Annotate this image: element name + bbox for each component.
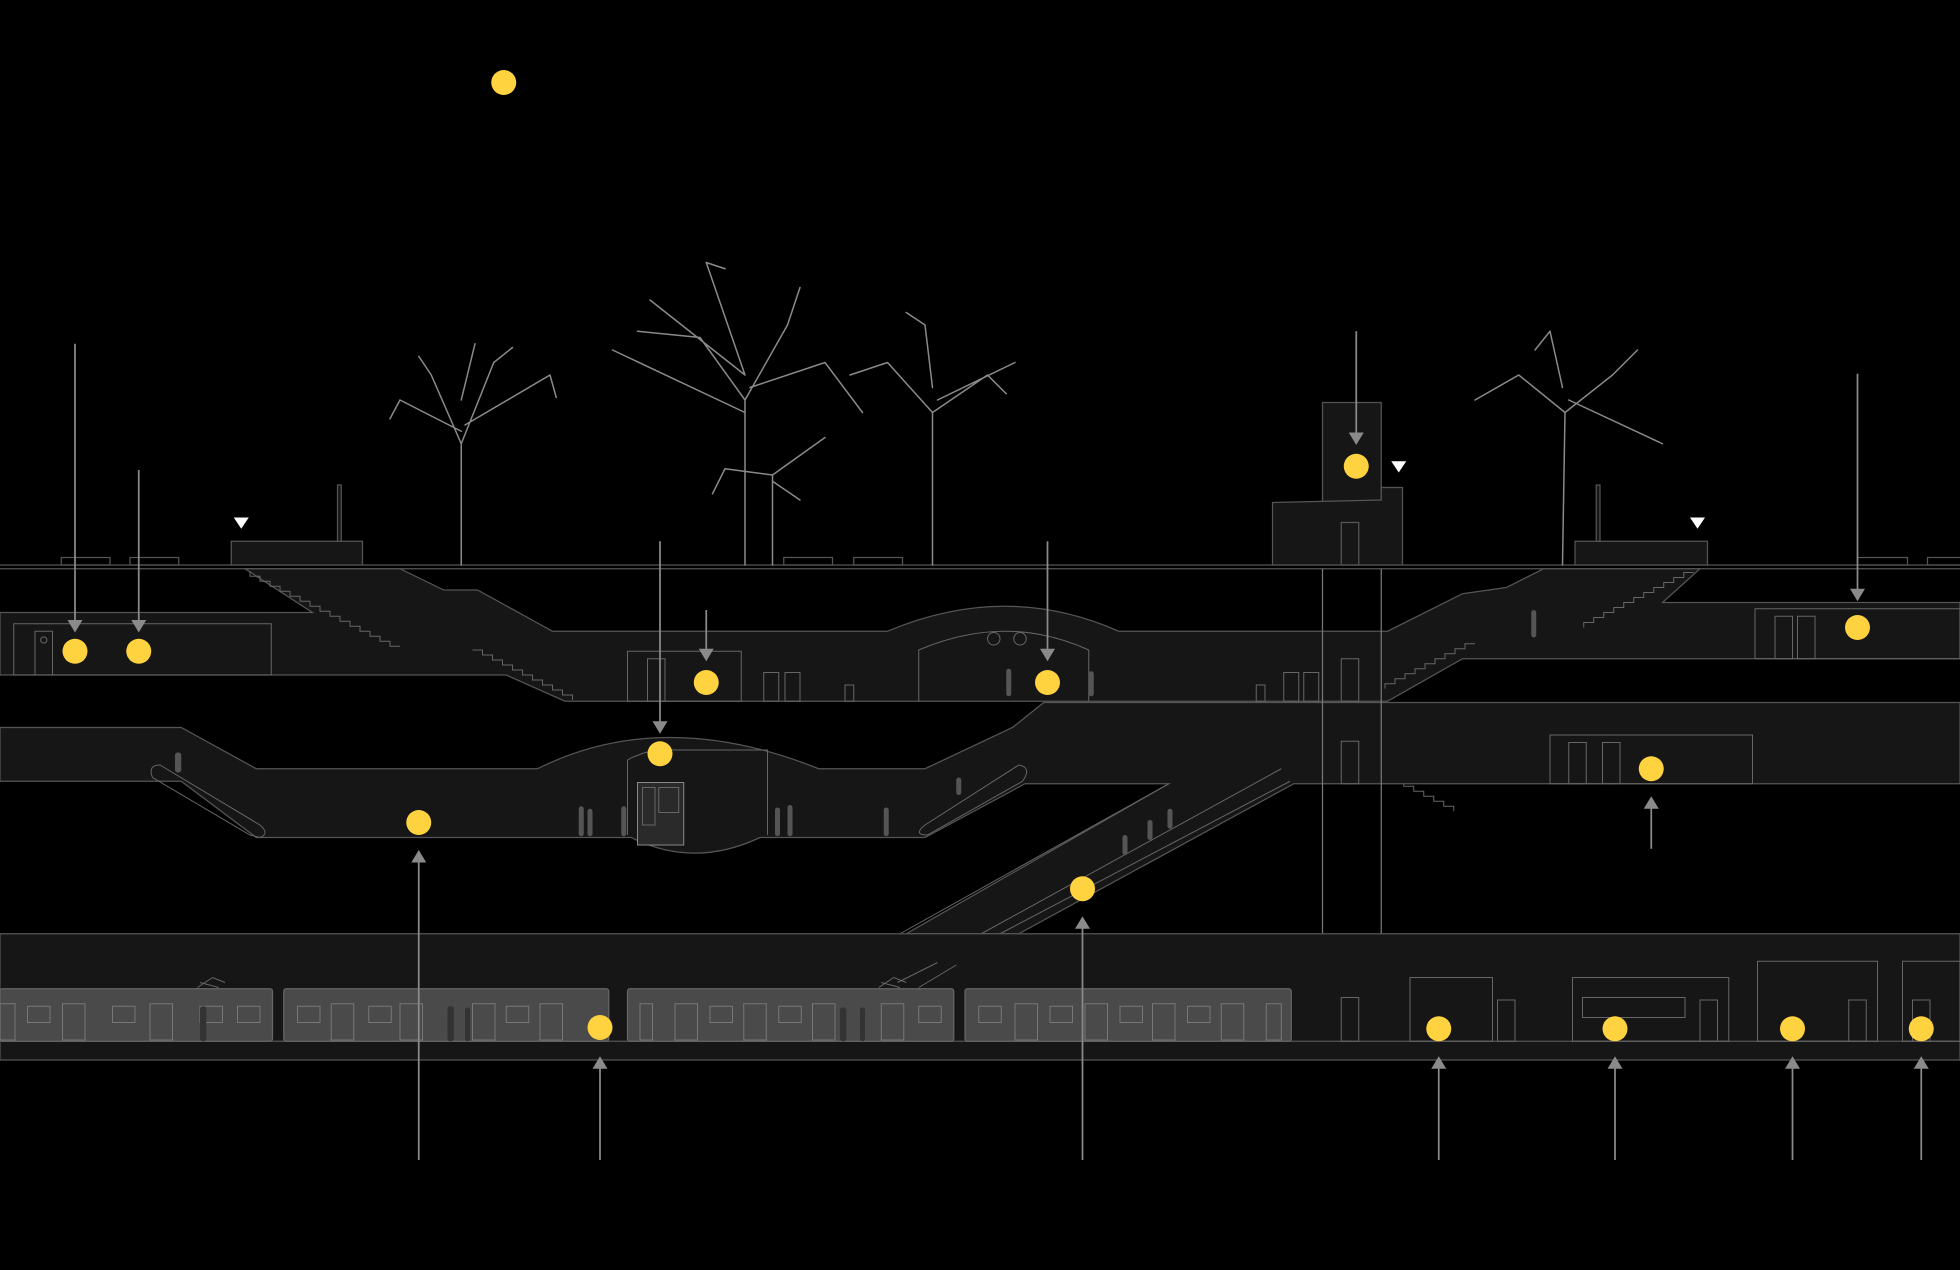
person-icon	[621, 806, 627, 837]
hotspot-mezzanine[interactable]	[406, 810, 432, 835]
person-icon	[840, 1007, 847, 1042]
triangle-marker-icon	[233, 517, 249, 529]
train-car	[964, 988, 1292, 1042]
hotspot-escalator[interactable]	[1070, 876, 1095, 902]
arrow-down-icon	[698, 610, 714, 662]
arrow-up-icon	[1075, 916, 1090, 1160]
triangle-marker-icon	[1391, 461, 1407, 473]
hotspots	[62, 70, 1934, 1042]
person-icon	[1147, 820, 1153, 840]
pantograph-icon	[878, 962, 957, 988]
person-icon	[200, 1006, 207, 1042]
train	[0, 962, 1292, 1042]
arrow-down-icon	[131, 470, 147, 633]
entrance-canopy-left	[230, 540, 364, 566]
platform-room	[1902, 960, 1960, 1042]
hotspot-mezzanine-room[interactable]	[1638, 756, 1664, 782]
tree-icon	[1474, 330, 1664, 566]
arrow-up-icon	[1913, 1056, 1929, 1160]
train-car	[283, 988, 610, 1042]
person-icon	[175, 752, 182, 773]
hotspot-platform-room-4[interactable]	[1908, 1016, 1934, 1042]
elevator-building	[1271, 486, 1404, 566]
arrow-up-icon	[411, 850, 427, 1160]
arrow-up-icon	[592, 1056, 608, 1160]
hotspot-concourse-left-2[interactable]	[126, 638, 152, 664]
person-icon	[1531, 610, 1537, 638]
hotspot-train-door[interactable]	[587, 1015, 613, 1040]
arrow-up-icon	[1607, 1056, 1623, 1160]
trees	[389, 261, 1664, 566]
hotspot-concourse-left-1[interactable]	[62, 638, 88, 664]
person-icon	[787, 805, 793, 837]
hotspot-concourse-right[interactable]	[1845, 615, 1870, 640]
platform-room	[1572, 977, 1730, 1042]
person-icon	[1088, 671, 1094, 697]
entrance-canopy-right	[1574, 540, 1709, 566]
tree-icon	[389, 343, 557, 566]
escalators	[150, 764, 1291, 935]
person-icon	[578, 806, 584, 837]
person-icon	[860, 1007, 865, 1042]
person-icon	[1006, 668, 1012, 697]
callout-arrows	[67, 331, 1929, 1160]
platform-room	[1757, 960, 1878, 1042]
entrance-markers	[233, 461, 1705, 529]
platform-room	[1409, 977, 1493, 1042]
pantograph-icon	[197, 976, 226, 988]
tree-icon	[849, 311, 1016, 566]
street-level	[0, 401, 1960, 570]
arrow-up-icon	[1643, 796, 1659, 849]
train-car	[0, 988, 274, 1042]
mezzanine	[0, 701, 1960, 935]
hotspot-sky[interactable]	[491, 70, 517, 95]
person-icon	[883, 807, 889, 837]
arrow-up-icon	[1431, 1056, 1447, 1160]
hotspot-tram-bay[interactable]	[647, 741, 673, 767]
tree-icon	[611, 261, 864, 566]
hotspot-platform-room-2[interactable]	[1602, 1016, 1628, 1042]
hotspot-concourse-room[interactable]	[693, 670, 719, 695]
hotspot-concourse-hall[interactable]	[1035, 670, 1060, 695]
arrow-down-icon	[652, 541, 668, 734]
elevator-tower	[1321, 401, 1382, 504]
person-icon	[1167, 808, 1173, 829]
train-car	[626, 988, 955, 1042]
person-icon	[447, 1006, 454, 1042]
concourse-rooms	[13, 608, 1960, 702]
hotspot-platform-room-3[interactable]	[1780, 1016, 1805, 1042]
hotspot-platform-room-1[interactable]	[1426, 1016, 1452, 1042]
arrow-up-icon	[1785, 1056, 1800, 1160]
arrow-down-icon	[1040, 541, 1055, 662]
person-icon	[465, 1007, 470, 1042]
person-icon	[1122, 835, 1128, 855]
upper-concourse	[0, 568, 1960, 702]
triangle-marker-icon	[1690, 517, 1705, 529]
people	[175, 610, 1537, 1042]
arrow-down-icon	[67, 343, 83, 633]
tram-vehicle	[637, 782, 685, 846]
arrow-down-icon	[1348, 331, 1364, 445]
arrow-down-icon	[1850, 373, 1865, 602]
hotspot-elevator-tower[interactable]	[1343, 453, 1369, 479]
person-icon	[956, 777, 962, 795]
mezzanine-rooms	[627, 734, 1753, 846]
person-icon	[587, 808, 593, 837]
person-icon	[775, 807, 780, 837]
